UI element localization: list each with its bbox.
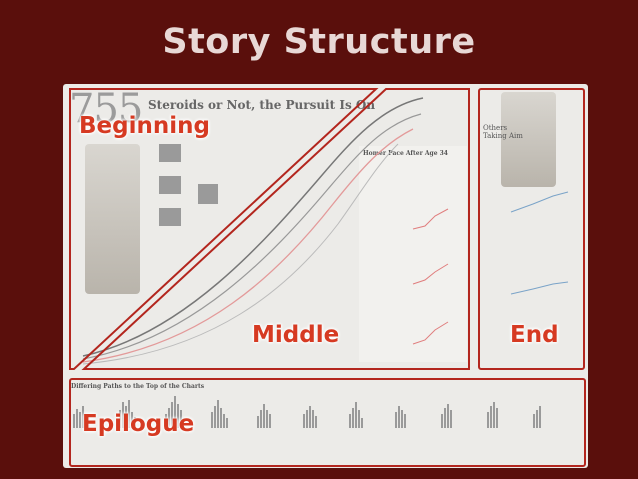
aaron-photo xyxy=(159,144,181,162)
end-outline xyxy=(478,88,585,370)
graphic-drawings xyxy=(73,97,569,428)
graphic-headline: Steroids or Not, the Pursuit Is On xyxy=(148,98,376,112)
slide-title: Story Structure xyxy=(162,22,476,62)
mays-photo xyxy=(198,184,218,204)
homer-pace-panel xyxy=(359,146,467,362)
end-label: End xyxy=(510,322,559,348)
epilogue-outline xyxy=(69,378,586,467)
middle-label: Middle xyxy=(252,322,340,348)
giants-player-image xyxy=(85,144,140,294)
others-taking-aim: Others Taking Aim xyxy=(483,124,523,140)
small-multiples xyxy=(73,396,541,428)
beginning-label: Beginning xyxy=(79,113,210,139)
ruth-photo xyxy=(159,176,181,194)
panel-mini-charts xyxy=(412,191,569,345)
epilogue-label: Epilogue xyxy=(82,411,195,437)
bonds-photo xyxy=(159,208,181,226)
panel-title: Homer Pace After Age 34 xyxy=(363,150,448,157)
bottom-title: Differing Paths to the Top of the Charts xyxy=(71,383,205,390)
middle-outline xyxy=(81,88,470,370)
infographic-screenshot: 755 Steroids or Not, the Pursuit Is On H… xyxy=(63,84,588,468)
yankees-player-image xyxy=(501,92,556,187)
career-home-runs-lines xyxy=(82,97,424,365)
big-number: 755 xyxy=(69,86,143,132)
